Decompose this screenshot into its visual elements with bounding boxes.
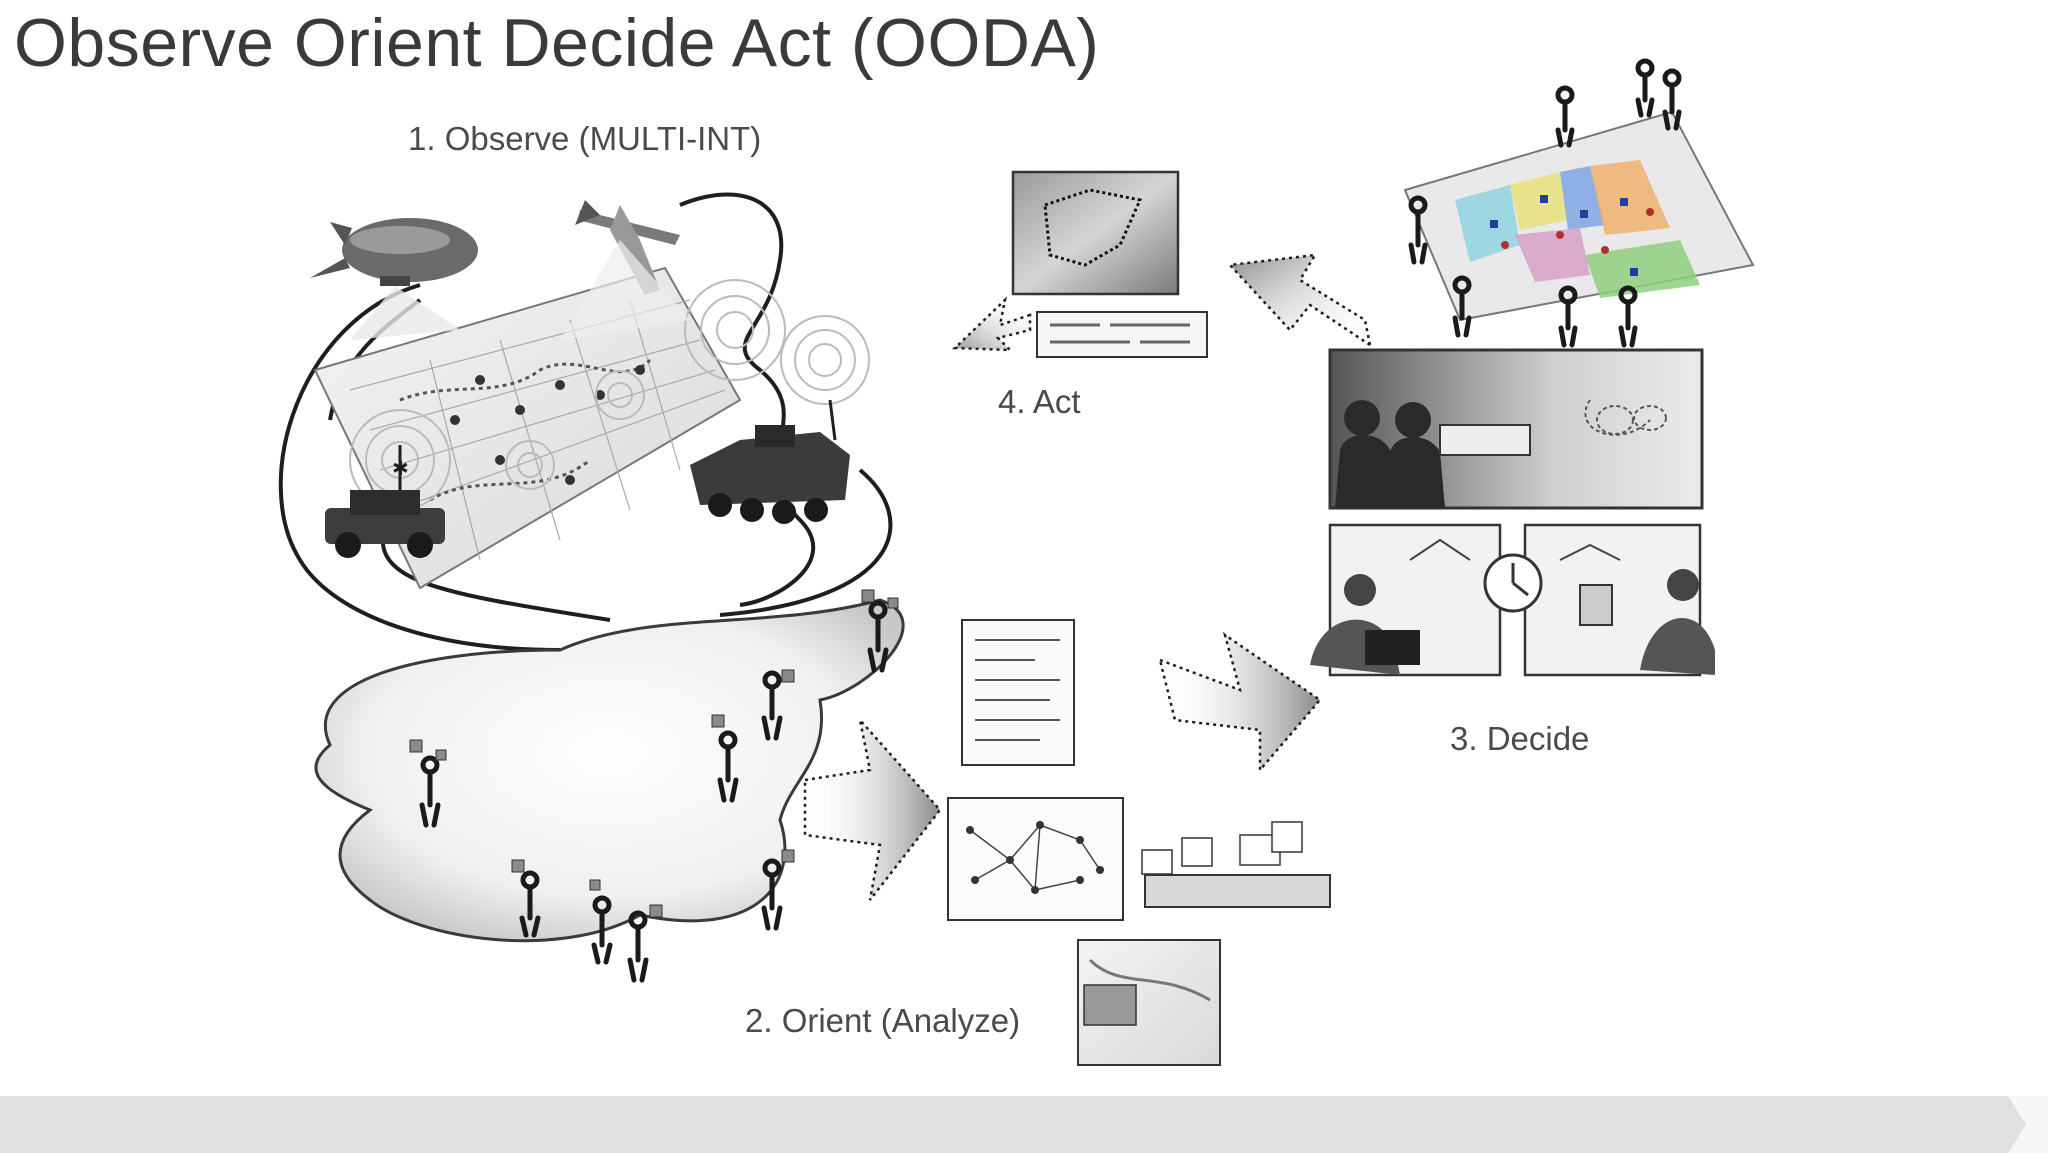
decide-arrow [1158,632,1322,774]
drone-icon [560,200,690,340]
act-arrow [1227,253,1372,348]
analysis-report [961,619,1075,766]
order-strip [1036,311,1208,358]
clock-icon [1483,553,1543,613]
analyst-documents [409,589,899,918]
target-imagery [1011,170,1180,296]
footer-bar [0,1096,2048,1153]
timeline-board [1141,821,1331,908]
humvee-icon: ✱ [325,445,445,558]
analyst-workstation-right [1523,523,1715,677]
slide-title: Observe Orient Decide Act (OODA) [14,5,1100,81]
analyst-figures [419,600,889,983]
sector-plan-map [1403,110,1755,322]
decide-group [1158,58,1755,774]
act-group [952,170,1372,358]
blimp-icon [310,218,478,340]
act-label: 4. Act [998,383,1081,420]
footer-notch [2008,1096,2048,1153]
orient-label: 2. Orient (Analyze) [745,1002,1021,1039]
observe-group: ✱ [278,192,905,983]
orient-group [803,619,1331,1066]
analysis-cloud [314,598,905,943]
orient-arrow [803,715,942,901]
analyst-workstation-left [1310,523,1502,677]
commander-figures [1408,58,1682,348]
decide-label: 3. Decide [1450,720,1590,757]
annotated-map-snapshot [1077,939,1221,1066]
observe-label: 1. Observe (MULTI-INT) [408,120,762,157]
act-return-arrow [952,296,1032,352]
armored-vehicle-icon [690,399,850,524]
svg-text:✱: ✱ [392,456,409,480]
link-analysis-chart [947,797,1124,921]
briefing-room-panel [1328,348,1704,510]
